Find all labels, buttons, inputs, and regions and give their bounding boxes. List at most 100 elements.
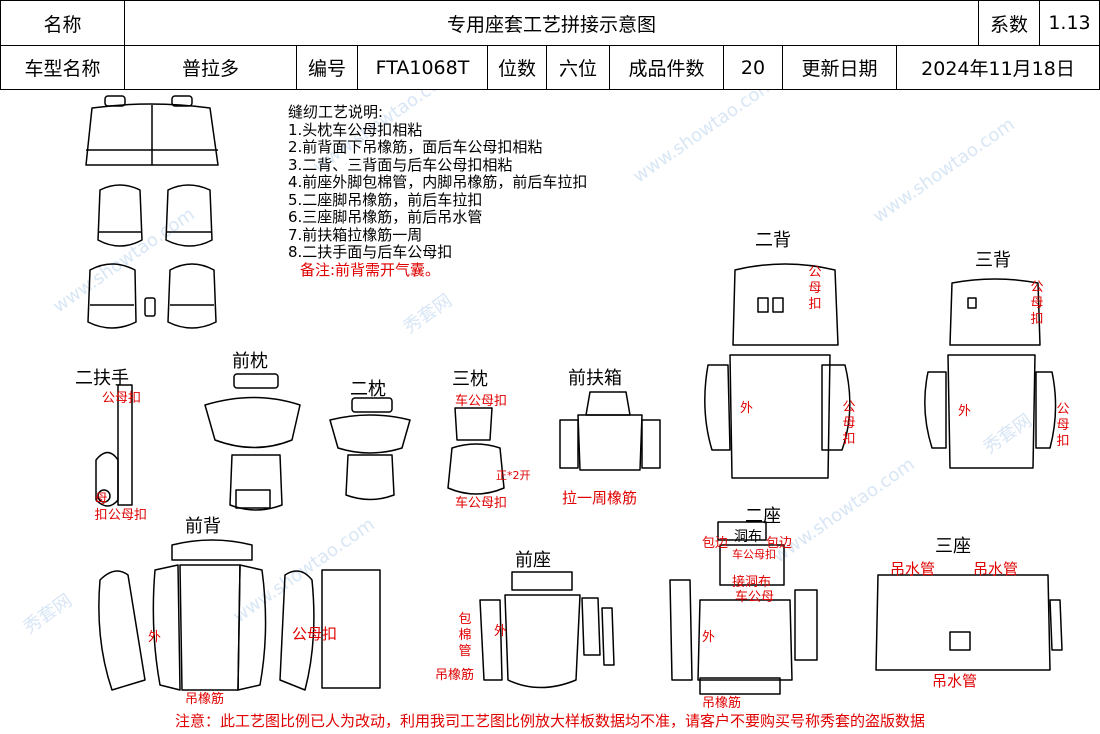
note-head3-buckle-2: 车公母扣 [455, 496, 508, 511]
headrest-front-bottom [235, 489, 271, 509]
label-front-seat: 前座 [515, 550, 551, 571]
note-item: 1.头枕车公母扣相粘 [288, 120, 423, 139]
model-value: 普拉多 [124, 45, 297, 90]
seat-thumbnail-4 [167, 263, 217, 329]
seat2-side-left [669, 579, 693, 681]
note-armrest-buckle: 公母扣 [102, 391, 142, 406]
label-headrest2: 二枕 [350, 379, 386, 400]
seat3-body [875, 574, 1051, 671]
headrest-front-cap [233, 373, 279, 389]
update-label: 更新日期 [782, 45, 897, 90]
armrest2-face [95, 451, 119, 507]
seat2-hole-top [717, 521, 767, 541]
note-head3-buckle: 车公母扣 [455, 394, 508, 409]
seat-thumbnail-1 [97, 184, 143, 247]
back3-upper [949, 278, 1041, 346]
seat2-body [697, 599, 793, 681]
seat2-hole-panel [719, 544, 785, 586]
label-front-box: 前扶箱 [568, 368, 622, 389]
front-box-side-left [559, 419, 579, 469]
back3-side-right [1035, 371, 1057, 449]
front-back-right-inner [237, 564, 267, 691]
front-seat-side-left [479, 599, 503, 681]
label-back2: 二背 [755, 230, 791, 251]
note-back2-outer: 外 [740, 401, 754, 416]
label-armrest2: 二扶手 [75, 368, 129, 389]
headrest2-body [345, 454, 395, 501]
back2-slot-1 [757, 297, 769, 313]
count-label: 成品件数 [609, 45, 724, 90]
front-box-side-right [641, 419, 661, 469]
note-front-seat-band: 吊橡筋 [435, 668, 475, 683]
coef-label: 系数 [978, 0, 1040, 46]
seat-thumbnail-2 [165, 184, 213, 247]
front-seat-side-right-1 [581, 597, 601, 656]
headrest3-top [454, 407, 493, 441]
note-back3-buckle: 公母扣 [1030, 280, 1044, 327]
airbag-remark: 备注:前背需开气囊。 [300, 260, 441, 279]
note-item: 5.二座脚吊橡筋，前后车拉扣 [288, 190, 483, 209]
headrest-front-top [204, 396, 301, 449]
note-seat2-buckle-2: 车公母 [735, 590, 775, 605]
headrest2-cap [351, 397, 393, 413]
count-value: 20 [723, 45, 783, 90]
front-seat-top [511, 571, 573, 591]
note-item: 6.三座脚吊橡筋，前后吊水管 [288, 208, 483, 226]
note-seat2-hole-cloth: 接洞布 [732, 575, 772, 590]
note-item: 2.前背面下吊橡筋，面后车公母扣相粘 [288, 138, 543, 156]
headrest3-body [447, 443, 505, 495]
note-seat2-edge-right: 包边 [766, 536, 793, 551]
note-seat2-buckle: 车公母扣 [732, 548, 776, 561]
front-seat-side-right-2 [601, 607, 615, 666]
note-back2-buckle: 公母扣 [808, 265, 822, 312]
note-pull-band: 拉一周橡筋 [562, 489, 638, 507]
armrest2-button [97, 489, 111, 503]
note-armrest-buckle-2: 公母扣 [108, 508, 148, 523]
back3-side-left [924, 371, 947, 449]
note-back3-side-buckle: 公母扣 [1056, 402, 1070, 449]
front-back-wing-right [279, 570, 315, 691]
headrest2-top [329, 414, 411, 454]
small-part-thumbnail [144, 297, 156, 317]
note-seat2-edge-left: 包边 [702, 536, 729, 551]
note-back2-side-buckle: 公母扣 [842, 400, 856, 447]
seat3-hole [949, 631, 971, 651]
back3-slot [967, 297, 977, 309]
back2-slot-2 [772, 297, 784, 313]
label-back3: 三背 [975, 250, 1011, 271]
note-front-seat-outer: 外 [494, 624, 508, 639]
seat-thumbnail-3 [87, 263, 137, 329]
seat2-bottom [699, 677, 781, 695]
label-headrest3: 三枕 [452, 369, 488, 390]
label-hole-cloth: 洞布 [734, 529, 762, 545]
front-back-wing-left [98, 570, 146, 691]
label-seat2: 二座 [745, 506, 781, 527]
note-item: 4.前座外脚包棉管，内脚吊橡筋，前后车拉扣 [288, 173, 588, 191]
note-front-back-band: 吊橡筋 [185, 692, 225, 707]
label-seat3: 三座 [935, 536, 971, 557]
note-seat3-pipe-right: 吊水管 [973, 560, 1019, 578]
note-open2: 正*2开 [496, 469, 531, 482]
note-seat3-pipe-left: 吊水管 [890, 560, 936, 578]
note-back3-outer: 外 [958, 404, 972, 419]
label-headrest-front: 前枕 [232, 351, 268, 372]
notes-title: 缝纫工艺说明: [288, 103, 384, 121]
headrest-front-body [229, 454, 283, 511]
update-value: 2024年11月18日 [896, 45, 1100, 90]
note-item: 3.二背、三背面与后车公母扣相粘 [288, 155, 513, 174]
seat3-side [1049, 599, 1063, 651]
note-seat3-pipe-bottom: 吊水管 [932, 672, 978, 690]
rear-bench-thumbnail [85, 95, 219, 166]
back2-side-right [821, 364, 851, 451]
seat2-side-right [794, 589, 818, 661]
armrest2-strip [117, 384, 133, 506]
copyright-warning: 注意：此工艺图比例已人为改动，利用我司工艺图比例放大样板数据均不准，请客户不要购… [174, 712, 925, 730]
front-back-center [179, 564, 241, 691]
note-item: 7.前扶箱拉橡筋一周 [288, 225, 423, 244]
model-label: 车型名称 [0, 45, 125, 90]
note-seat2-band: 吊橡筋 [702, 696, 742, 711]
note-front-back-outer: 外 [148, 630, 162, 645]
note-front-back-buckle: 公母扣 [292, 625, 338, 643]
note-item: 8.二扶手面与后车公母扣 [288, 243, 453, 261]
